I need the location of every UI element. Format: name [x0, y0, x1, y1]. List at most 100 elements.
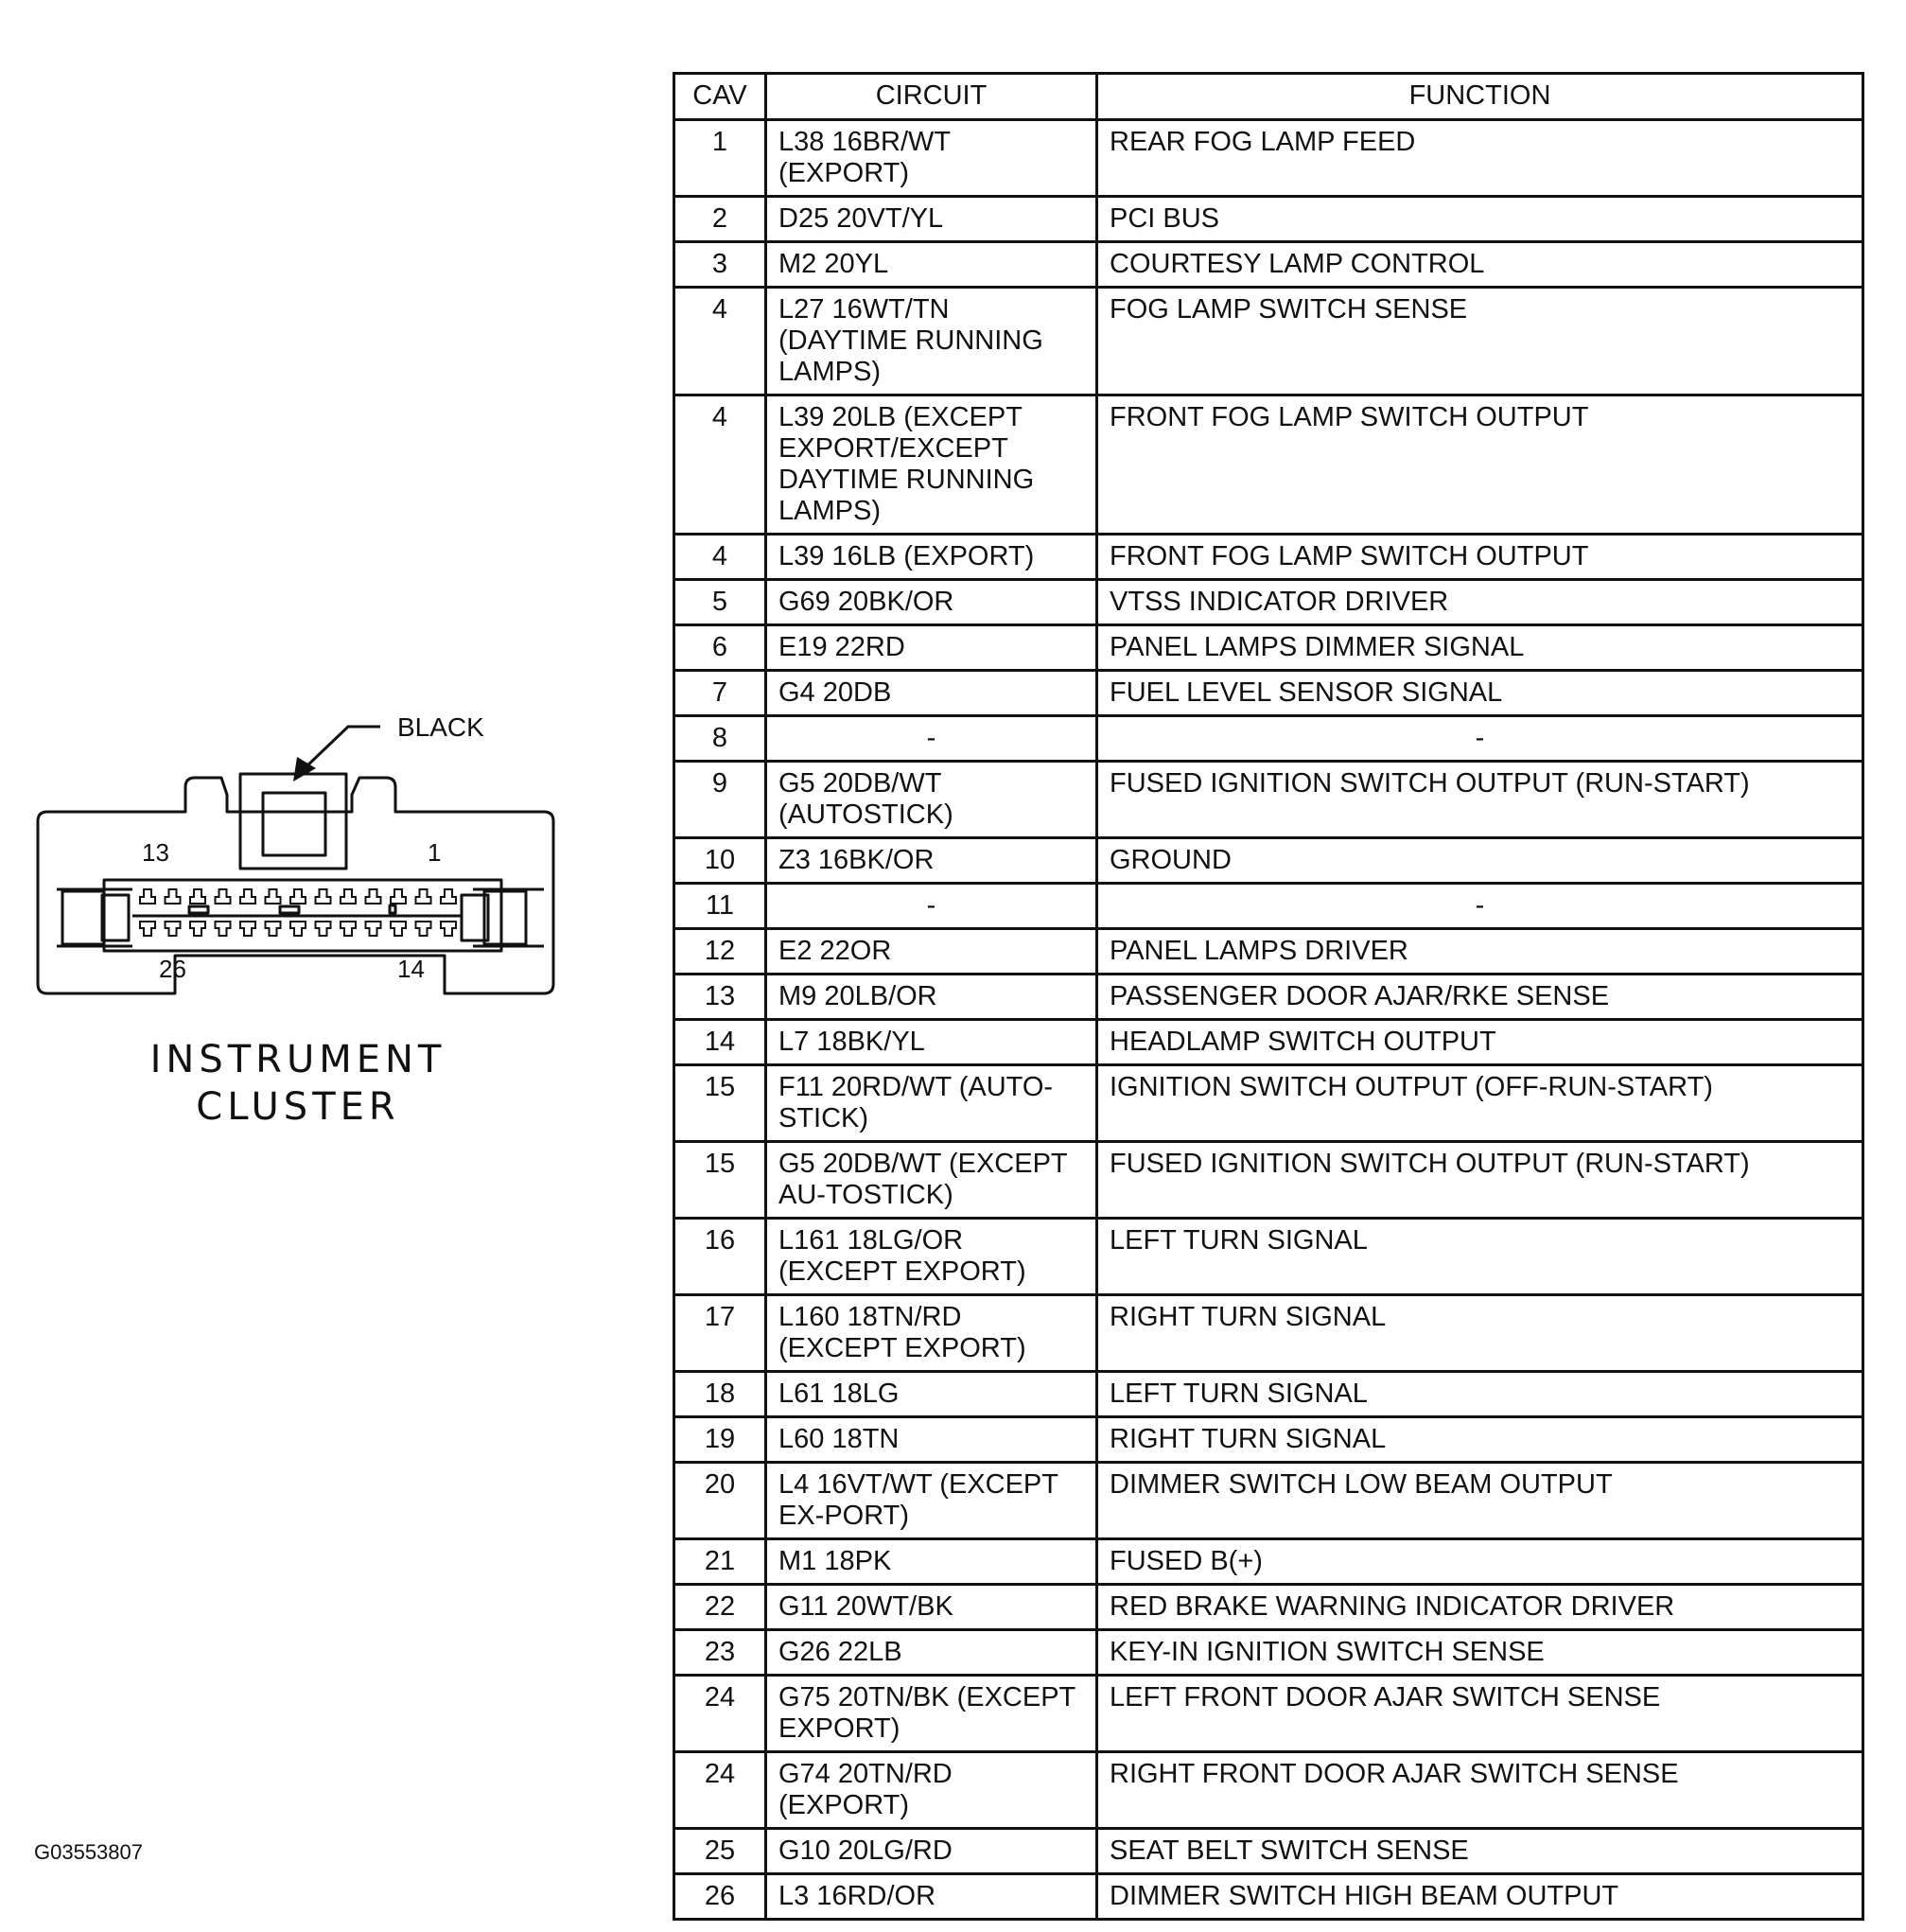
connector-pin-top-11	[390, 888, 407, 905]
black-label-arrowhead	[293, 757, 316, 782]
cell-function: DIMMER SWITCH HIGH BEAM OUTPUT	[1095, 1872, 1864, 1921]
cell-function: RIGHT TURN SIGNAL	[1095, 1293, 1864, 1373]
connector-pin-top-10	[364, 888, 382, 905]
cell-cav: 11	[673, 882, 767, 930]
connector-title-line1: INSTRUMENT	[149, 1038, 446, 1081]
cell-circuit: L7 18BK/YL	[764, 1018, 1098, 1066]
cell-function: LEFT TURN SIGNAL	[1095, 1370, 1864, 1418]
cell-function: REAR FOG LAMP FEED	[1095, 118, 1864, 198]
cell-cav: 15	[673, 1140, 767, 1220]
cell-cav: 13	[673, 973, 767, 1021]
cell-circuit: G4 20DB	[764, 669, 1098, 717]
cell-circuit: E19 22RD	[764, 624, 1098, 672]
connector-pins-bottom-row	[139, 921, 457, 937]
cell-circuit: E2 22OR	[764, 927, 1098, 975]
connector-pin-top-12	[414, 888, 432, 905]
connector-pin-bottom-4	[214, 921, 232, 937]
cell-function: RED BRAKE WARNING INDICATOR DRIVER	[1095, 1583, 1864, 1631]
cell-circuit: L160 18TN/RD (EXCEPT EXPORT)	[764, 1293, 1098, 1373]
cell-cav: 6	[673, 624, 767, 672]
cell-function: PANEL LAMPS DRIVER	[1095, 927, 1864, 975]
cell-cav: 21	[673, 1537, 767, 1586]
cell-cav: 24	[673, 1750, 767, 1830]
connector-pin-bottom-10	[364, 921, 382, 937]
connector-pin-bottom-13	[440, 921, 457, 937]
figure-id: G03553807	[34, 1840, 143, 1864]
cell-function: FUSED IGNITION SWITCH OUTPUT (RUN-START)	[1095, 760, 1864, 839]
cell-cav: 15	[673, 1063, 767, 1143]
cell-function: FOG LAMP SWITCH SENSE	[1095, 286, 1864, 396]
cell-function: RIGHT TURN SIGNAL	[1095, 1415, 1864, 1464]
cell-circuit: -	[764, 714, 1098, 763]
cell-cav: 4	[673, 286, 767, 396]
connector-pins-top-row	[139, 888, 457, 905]
cell-circuit: M2 20YL	[764, 240, 1098, 289]
cell-function: HEADLAMP SWITCH OUTPUT	[1095, 1018, 1864, 1066]
cell-function: LEFT FRONT DOOR AJAR SWITCH SENSE	[1095, 1674, 1864, 1753]
cell-cav: 18	[673, 1370, 767, 1418]
connector-pin-top-9	[340, 888, 357, 905]
cell-cav: 20	[673, 1461, 767, 1540]
connector-pin-bottom-1	[139, 921, 156, 937]
cell-cav: 9	[673, 760, 767, 839]
cell-circuit: L27 16WT/TN (DAYTIME RUNNING LAMPS)	[764, 286, 1098, 396]
cell-cav: 22	[673, 1583, 767, 1631]
cell-circuit: F11 20RD/WT (AUTO-STICK)	[764, 1063, 1098, 1143]
cell-circuit: G5 20DB/WT (EXCEPT AU-TOSTICK)	[764, 1140, 1098, 1220]
connector-pin-bottom-6	[264, 921, 282, 937]
cell-cav: 26	[673, 1872, 767, 1921]
cell-circuit: G74 20TN/RD (EXPORT)	[764, 1750, 1098, 1830]
cell-function: IGNITION SWITCH OUTPUT (OFF-RUN-START)	[1095, 1063, 1864, 1143]
cell-circuit: L39 16LB (EXPORT)	[764, 533, 1098, 581]
table-row: 8--	[673, 714, 1864, 763]
connector-title-line2: CLUSTER	[196, 1085, 400, 1129]
cell-function: PASSENGER DOOR AJAR/RKE SENSE	[1095, 973, 1864, 1021]
cell-circuit: G11 20WT/BK	[764, 1583, 1098, 1631]
pin-label-26: 26	[159, 955, 186, 983]
cell-circuit: G26 22LB	[764, 1628, 1098, 1677]
cell-circuit: M1 18PK	[764, 1537, 1098, 1586]
cell-cav: 8	[673, 714, 767, 763]
cell-cav: 14	[673, 1018, 767, 1066]
cell-cav: 4	[673, 533, 767, 581]
cell-circuit: Z3 16BK/OR	[764, 836, 1098, 885]
cell-function: KEY-IN IGNITION SWITCH SENSE	[1095, 1628, 1864, 1677]
connector-pin-top-7	[289, 888, 306, 905]
cell-cav: 24	[673, 1674, 767, 1753]
connector-pin-top-2	[164, 888, 182, 905]
cell-circuit: G75 20TN/BK (EXCEPT EXPORT)	[764, 1674, 1098, 1753]
cell-cav: 19	[673, 1415, 767, 1464]
connector-pin-bottom-3	[189, 921, 206, 937]
connector-title: INSTRUMENT CLUSTER	[142, 1036, 454, 1131]
cell-function: VTSS INDICATOR DRIVER	[1095, 578, 1864, 626]
connector-pin-top-1	[139, 888, 156, 905]
connector-pin-bottom-7	[289, 921, 306, 937]
connector-key-left	[61, 889, 106, 946]
cell-cav: 10	[673, 836, 767, 885]
cell-function: FRONT FOG LAMP SWITCH OUTPUT	[1095, 394, 1864, 536]
black-label-leader	[303, 725, 380, 770]
cell-circuit: L60 18TN	[764, 1415, 1098, 1464]
connector-pin-top-8	[314, 888, 332, 905]
connector-pin-bottom-5	[239, 921, 256, 937]
cell-function: FUSED IGNITION SWITCH OUTPUT (RUN-START)	[1095, 1140, 1864, 1220]
cell-function: -	[1095, 714, 1864, 763]
cell-circuit: L3 16RD/OR	[764, 1872, 1098, 1921]
